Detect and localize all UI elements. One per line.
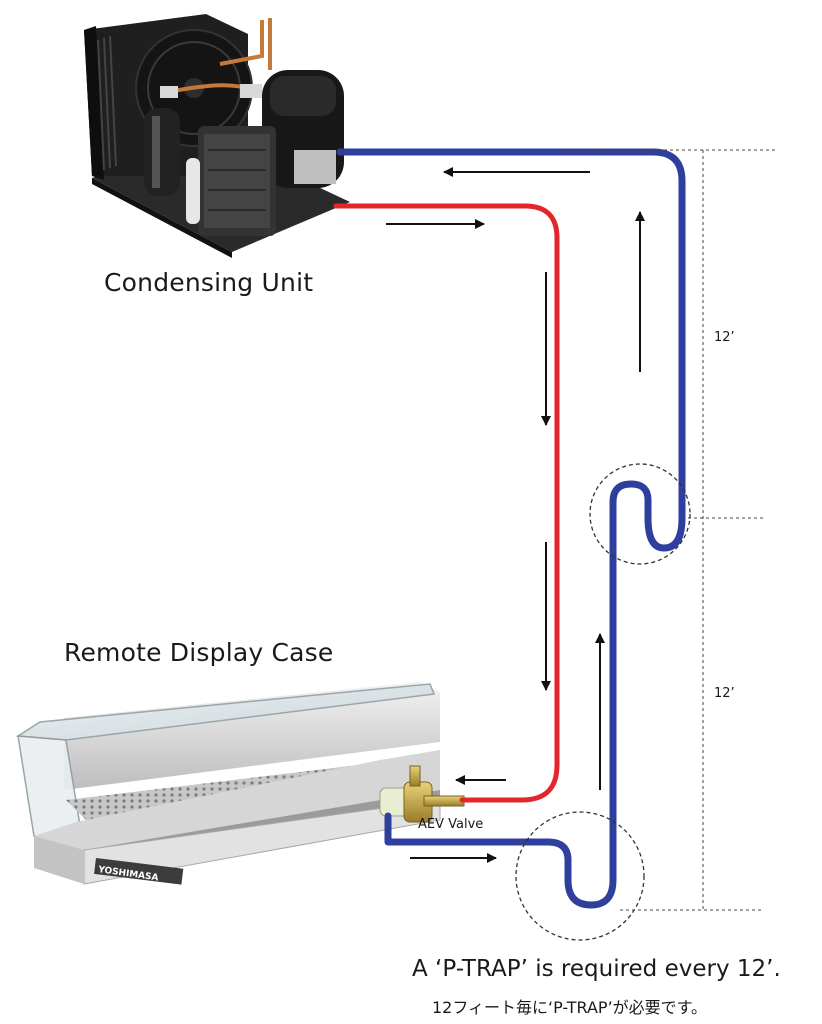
height-lower-label: 12’ [714, 686, 735, 701]
p-trap-marker-upper [589, 463, 691, 565]
remote-display-case-label: Remote Display Case [64, 638, 334, 667]
p-trap-marker-lower [515, 811, 645, 941]
height-upper-label: 12’ [714, 330, 735, 345]
aev-valve-illustration [379, 765, 465, 823]
display-case-illustration [15, 682, 441, 885]
p-trap-note-japanese: 12フィート毎に‘P-TRAP’が必要です。 [432, 998, 708, 1017]
suction-line [336, 148, 686, 909]
liquid-line [333, 203, 560, 803]
aev-valve-label: AEV Valve [418, 817, 484, 832]
condensing-unit-illustration [84, 14, 350, 258]
condensing-unit-label: Condensing Unit [104, 268, 314, 297]
height-guides [562, 149, 776, 911]
p-trap-note-english: A ‘P-TRAP’ is required every 12’. [412, 956, 781, 982]
flow-arrows [386, 167, 645, 863]
